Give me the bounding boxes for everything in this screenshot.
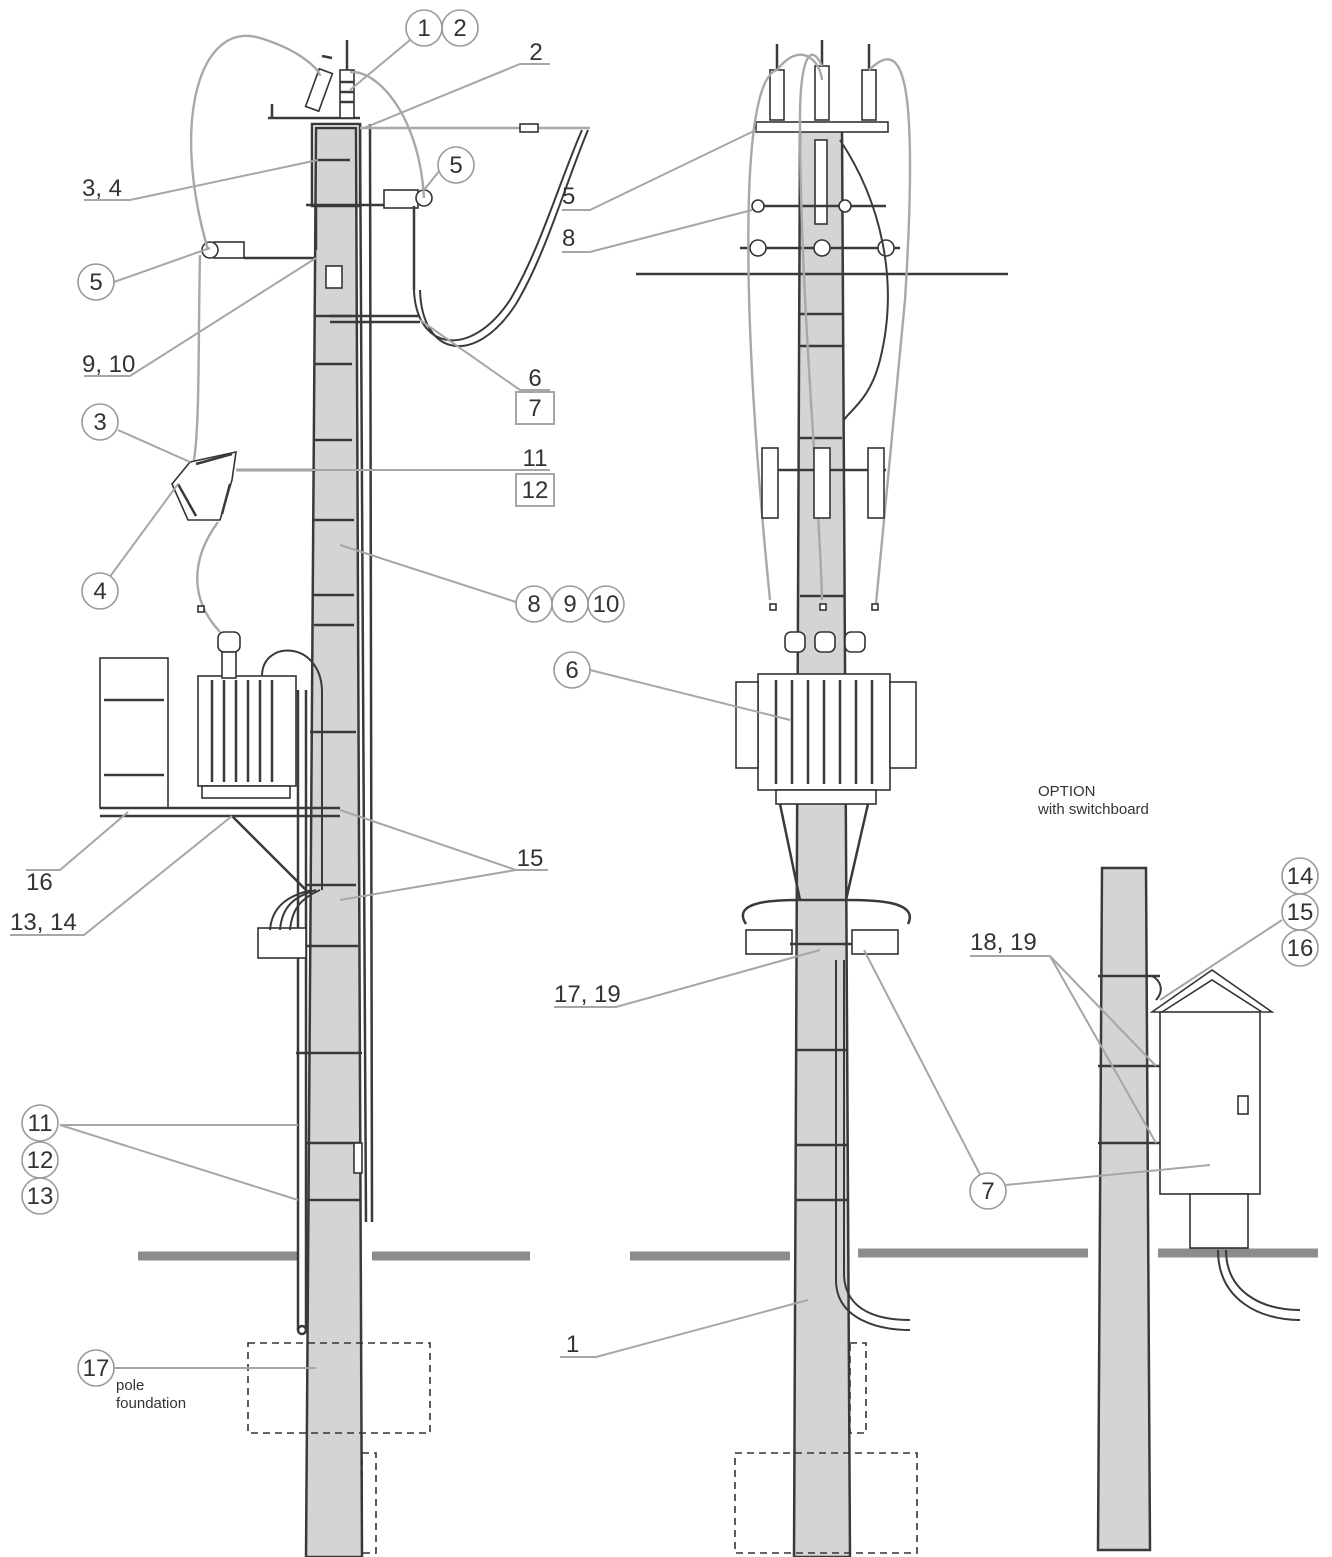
label-5-a: 5 <box>449 152 462 179</box>
label-16-line: 16 <box>26 869 53 896</box>
label-15-right: 15 <box>1287 899 1314 926</box>
left-foundation-small <box>361 1452 377 1554</box>
label-13-circle: 13 <box>27 1183 54 1210</box>
label-11-circle: 11 <box>28 1110 53 1137</box>
label-6-mid: 6 <box>565 657 578 684</box>
middle-front-view <box>636 40 1008 1557</box>
top-insulators <box>304 40 355 119</box>
label-12-box: 12 <box>522 477 549 504</box>
disconnector <box>171 450 316 521</box>
left-pole-foundation <box>247 1342 431 1434</box>
box-7 <box>515 391 555 425</box>
label-10-circle: 10 <box>593 591 620 618</box>
middle-transformer <box>735 631 917 805</box>
label-12-circle: 12 <box>27 1147 54 1174</box>
label-14-right: 14 <box>1287 863 1314 890</box>
label-7-mid: 7 <box>981 1178 994 1205</box>
right-option-view <box>1096 866 1301 1552</box>
pole-foundation-note-2: foundation <box>116 1395 186 1412</box>
label-18-19-right: 18, 19 <box>970 929 1037 956</box>
label-7-box: 7 <box>528 395 541 422</box>
label-9-10-line: 9, 10 <box>82 351 135 378</box>
label-17-circle: 17 <box>83 1355 110 1382</box>
middle-foundation <box>734 1452 918 1554</box>
label-1-mid: 1 <box>566 1331 579 1358</box>
label-texts: 1 2 2 3, 4 5 5 9, 10 6 7 3 11 12 4 8 9 1… <box>10 15 1313 1412</box>
leader-lines <box>10 39 1283 1369</box>
label-13-14-line: 13, 14 <box>10 909 77 936</box>
label-9-circle: 9 <box>563 591 576 618</box>
label-5-b: 5 <box>89 269 102 296</box>
right-pole <box>1096 866 1152 1552</box>
middle-pole <box>792 126 852 1557</box>
switchboard-roof <box>1149 969 1275 1013</box>
option-title: OPTION <box>1038 783 1096 800</box>
label-2-top: 2 <box>453 15 466 42</box>
label-11-line: 11 <box>523 445 548 472</box>
pole-foundation-note-1: pole <box>116 1377 144 1394</box>
label-2-line: 2 <box>529 39 542 66</box>
middle-fuses <box>761 447 885 519</box>
ground-lines <box>138 1248 1318 1261</box>
label-6-line: 6 <box>528 365 541 392</box>
left-transformer <box>197 631 323 890</box>
label-8-circle: 8 <box>527 591 540 618</box>
label-5-mid: 5 <box>562 183 575 210</box>
label-17-19-mid: 17, 19 <box>554 981 621 1008</box>
label-1-top: 1 <box>417 15 430 42</box>
left-side-view <box>99 34 590 1557</box>
option-subtitle: with switchboard <box>1037 801 1149 818</box>
label-circles <box>21 9 1319 1387</box>
label-8-mid: 8 <box>562 225 575 252</box>
middle-top-insulators <box>769 40 877 121</box>
label-4-circle: 4 <box>93 578 106 605</box>
label-3-circle: 3 <box>93 409 106 436</box>
label-3-4-line: 3, 4 <box>82 175 122 202</box>
label-15-line: 15 <box>517 845 544 872</box>
label-16-right: 16 <box>1287 935 1314 962</box>
box-12 <box>515 473 555 507</box>
